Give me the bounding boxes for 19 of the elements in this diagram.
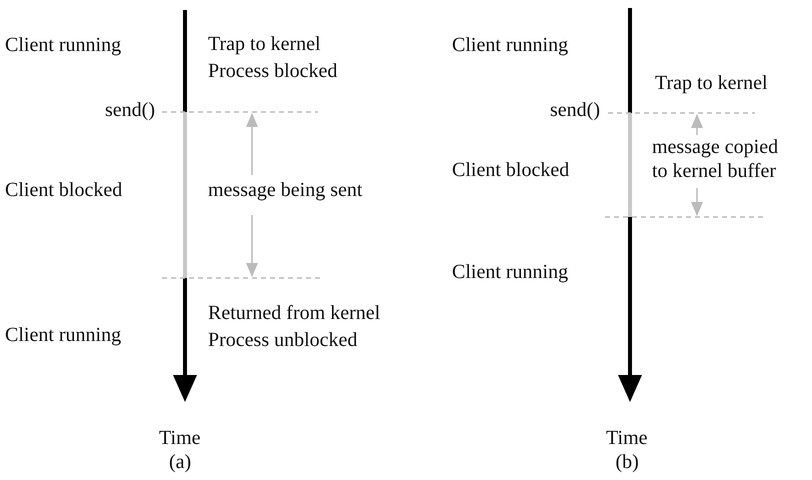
panel-label: (a) [169, 450, 192, 474]
event-label: Returned from kernel [208, 301, 380, 325]
interval-label: message copied to kernel buffer [652, 135, 780, 183]
axis-label: Time [159, 426, 201, 450]
call-label: send() [105, 98, 155, 122]
axis-label: Time [606, 426, 648, 450]
state-label: Client blocked [452, 158, 570, 182]
state-label: Client running [452, 260, 568, 284]
event-label: Trap to kernel [208, 32, 321, 56]
panel-label: (b) [616, 450, 639, 474]
state-label: Client running [5, 33, 122, 57]
interval-label: message being sent [208, 178, 362, 202]
event-label: Process blocked [208, 59, 338, 83]
state-label: Client blocked [5, 178, 122, 202]
state-label: Client running [5, 323, 122, 347]
event-label: Trap to kernel [655, 71, 768, 95]
call-label: send() [550, 98, 600, 122]
state-label: Client running [452, 33, 568, 57]
event-label: Process unblocked [208, 328, 358, 352]
